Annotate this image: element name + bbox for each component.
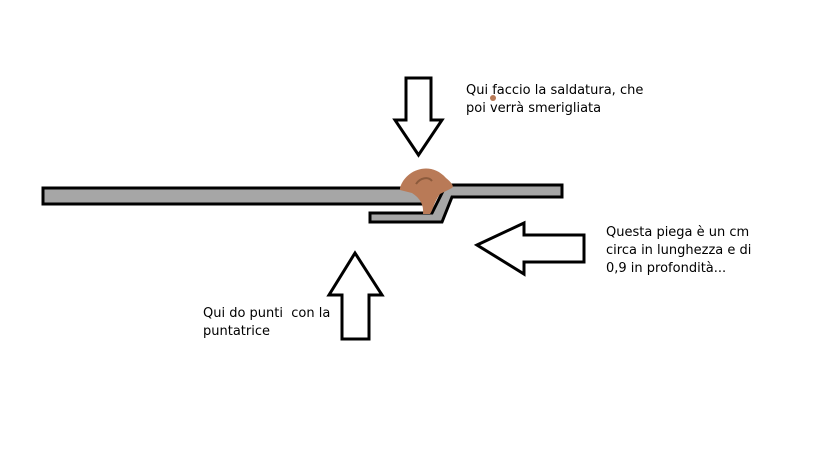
left-arrow-fold (473, 220, 586, 277)
weld-bead-highlight (415, 177, 433, 185)
spot-weld-note-label: Qui do punti con la puntatrice (203, 306, 331, 339)
stray-paint-dot (490, 95, 496, 101)
down-arrow-weld (392, 76, 445, 158)
left-metal-sheet (41, 186, 425, 206)
fold-note-label: Questa piega è un cm circa in lunghezza … (606, 225, 752, 276)
weld-bead (400, 168, 453, 214)
right-bent-metal-sheet (368, 183, 564, 224)
weld-note-label: Qui faccio la saldatura, che poi verrà s… (466, 83, 644, 116)
up-arrow-spot-weld (326, 250, 385, 341)
